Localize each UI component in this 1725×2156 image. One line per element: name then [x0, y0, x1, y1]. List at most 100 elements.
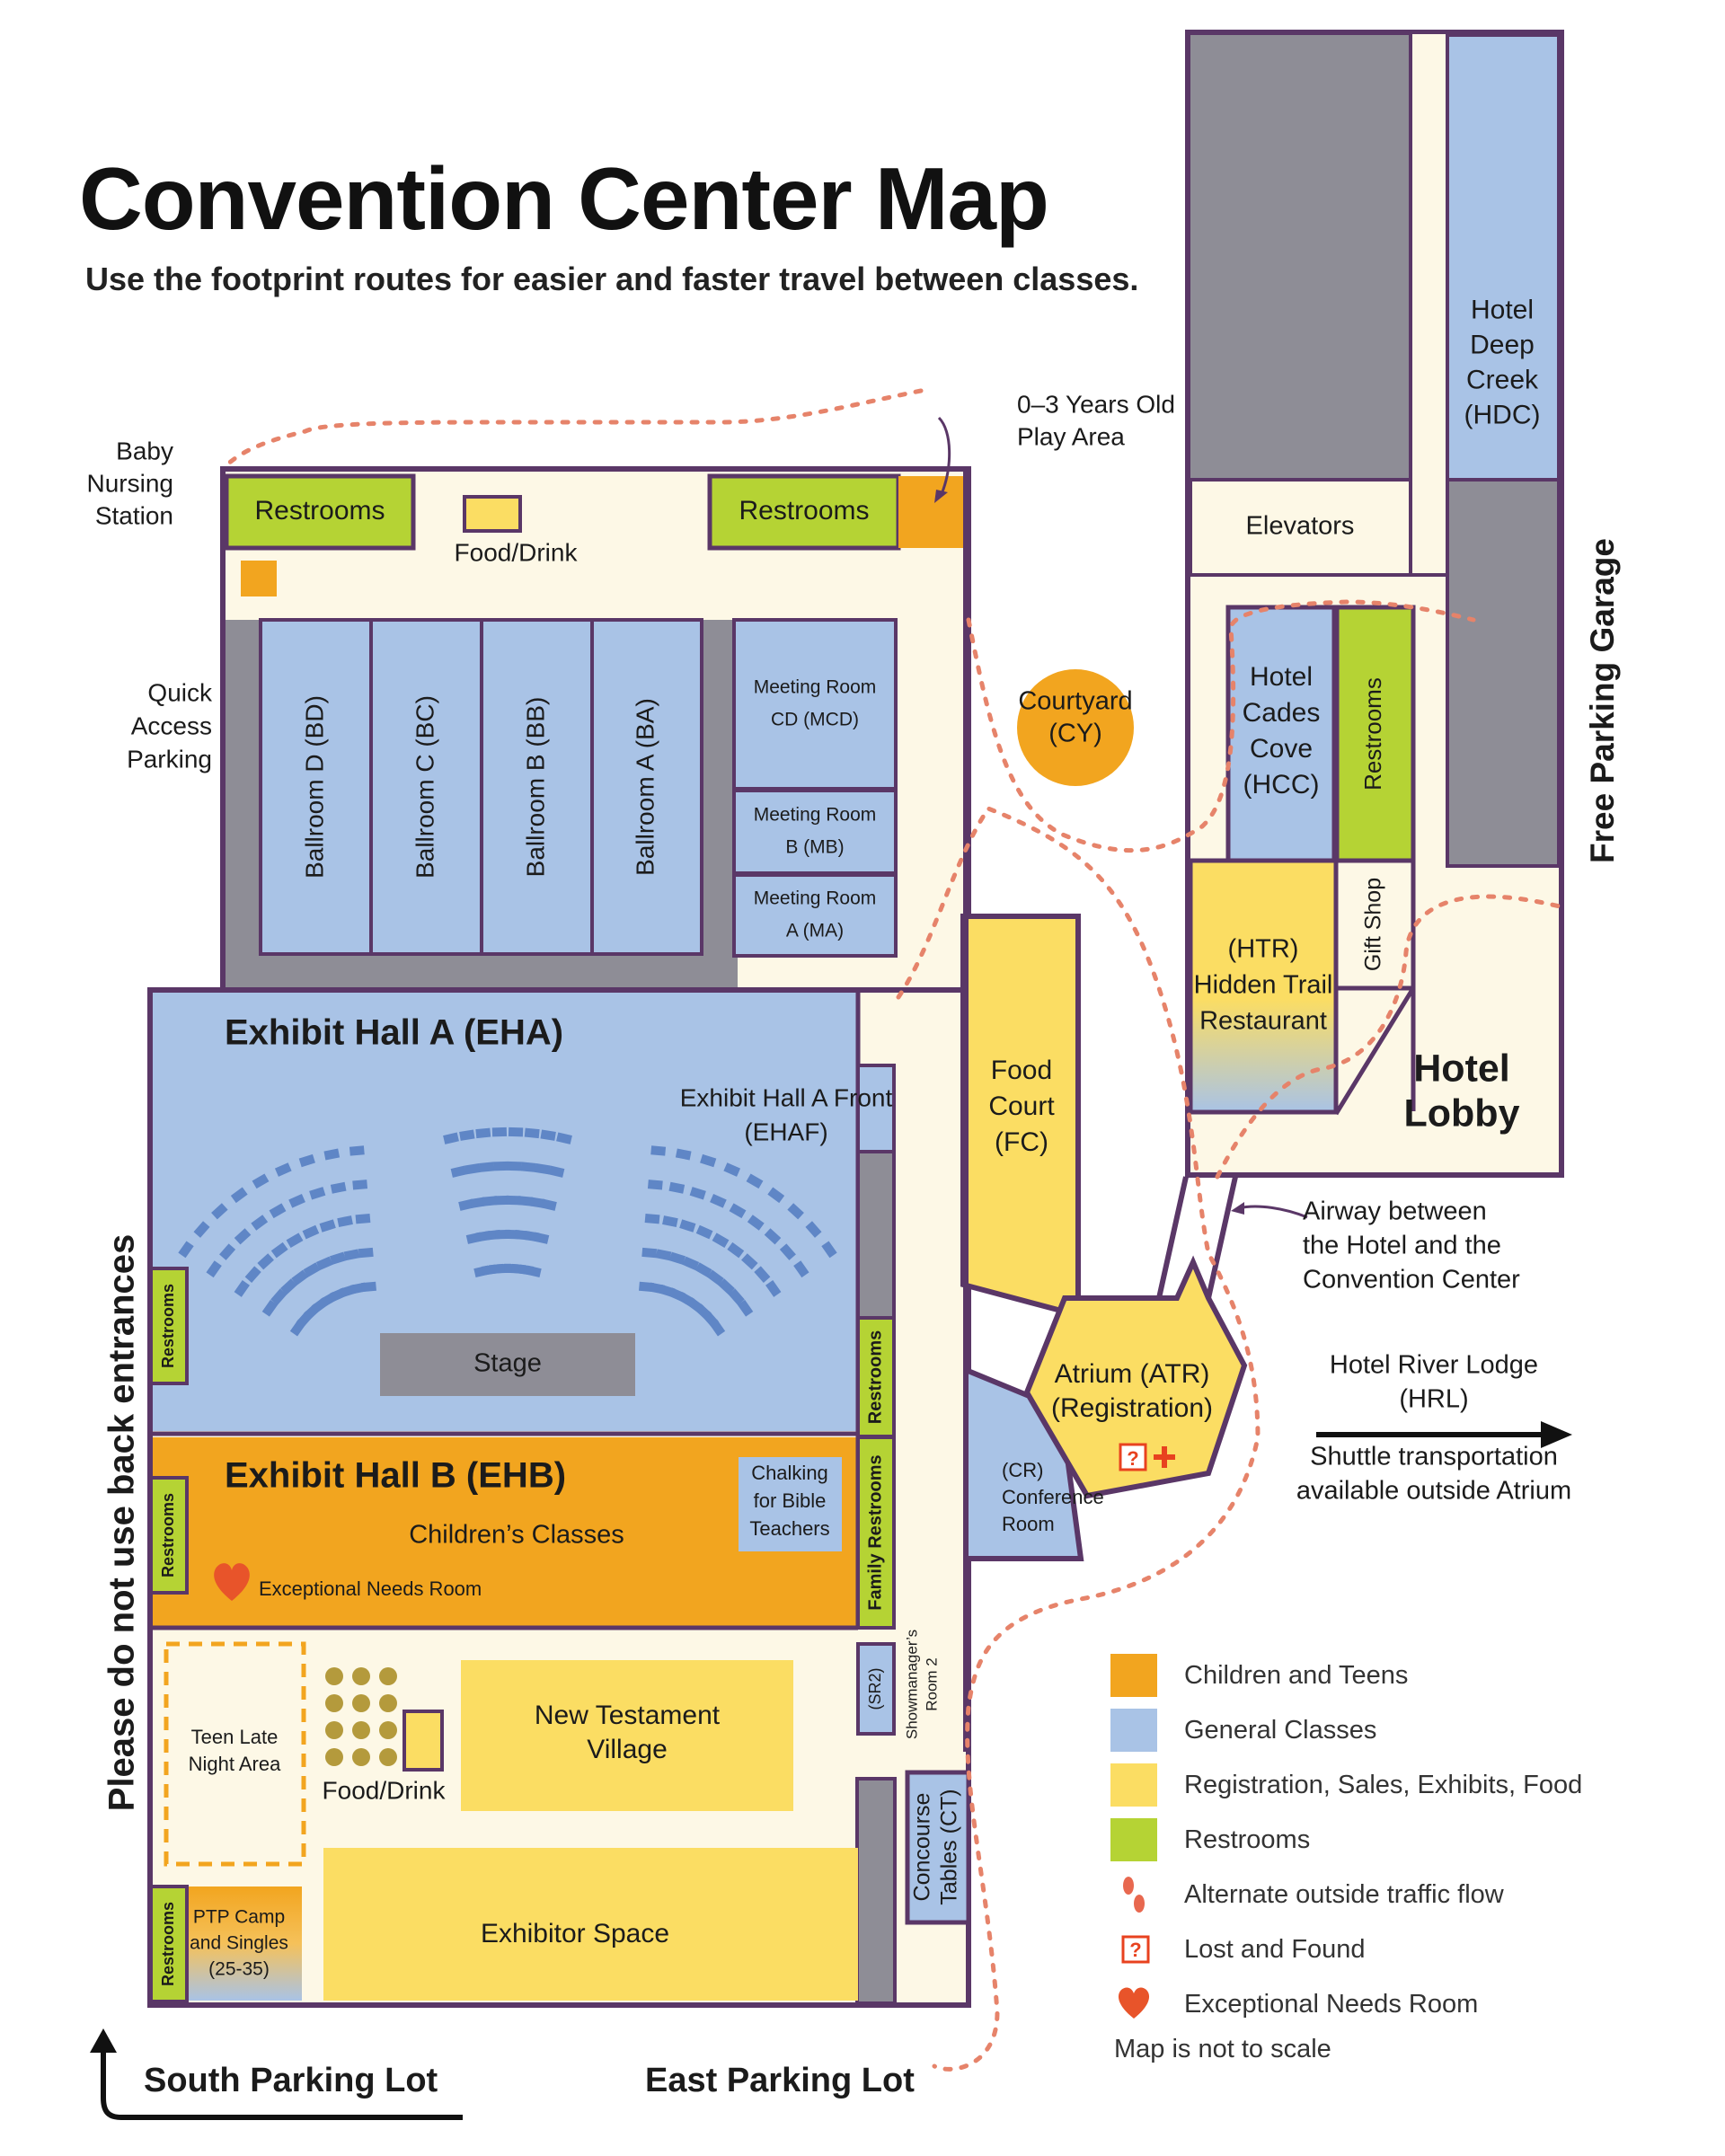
nt-village[interactable]: [461, 1660, 793, 1811]
ptp-camp[interactable]: [189, 1886, 302, 2001]
ballroom-c[interactable]: [369, 618, 483, 956]
seat-dot: [325, 1667, 343, 1685]
seat-row-center: [508, 1127, 524, 1137]
south-lot-label: South Parking Lot: [144, 2062, 438, 2099]
legend-item: Alternate outside traffic flow: [1110, 1872, 1504, 1917]
concourse-gray: [855, 1777, 897, 2005]
exhibitor-space-label: Exhibitor Space: [481, 1919, 669, 1948]
hotel-restrooms[interactable]: [1334, 605, 1416, 863]
restrooms-bottom[interactable]: [149, 1885, 189, 2003]
seat-row-right: [767, 1187, 785, 1204]
baby-nursing-station[interactable]: [241, 561, 277, 596]
exhibit-b-label: Exhibit Hall B (EHB): [225, 1456, 566, 1496]
seat-row-right: [821, 1241, 837, 1259]
atrium-registration[interactable]: [1023, 1255, 1248, 1499]
meeting-room-a[interactable]: [732, 873, 898, 958]
seat-row-center: [494, 1195, 509, 1206]
seat-row-center: [492, 1161, 509, 1171]
seat-row-right: [668, 1181, 686, 1194]
ballroom-c-label: Ballroom C (BC): [411, 695, 438, 879]
restrooms-vertical[interactable]: [856, 1316, 896, 1438]
seat-dot: [379, 1721, 397, 1739]
footprints-icon: [1110, 1873, 1157, 1916]
hidden-trail-restaurant[interactable]: [1188, 858, 1339, 1115]
seat-row-left: [329, 1251, 347, 1265]
seat-row-left: [330, 1181, 347, 1194]
seat-row-left: [261, 1299, 279, 1317]
seat-row-right: [737, 1299, 754, 1317]
seat-row-left: [234, 1228, 252, 1245]
seat-row-left: [252, 1173, 270, 1189]
seat-row-center: [450, 1165, 467, 1178]
map-title: Convention Center Map: [79, 149, 1049, 248]
food-drink-bottom[interactable]: [402, 1710, 444, 1772]
seat-row-left: [257, 1253, 274, 1270]
seat-row-left: [319, 1219, 336, 1233]
restrooms-bottom-label: Restrooms: [159, 1902, 177, 1986]
seat-row-center: [482, 1196, 498, 1206]
seat-row-left: [269, 1203, 287, 1219]
seat-row-center: [479, 1162, 494, 1172]
seat-row-right: [723, 1162, 741, 1177]
seat-dot: [379, 1667, 397, 1685]
gift-shop[interactable]: [1333, 858, 1416, 991]
hotel-deep-creek[interactable]: [1446, 33, 1561, 482]
footprint-trail: [1215, 894, 1566, 1180]
teen-late-night-area[interactable]: [164, 1641, 306, 1867]
stage[interactable]: [380, 1333, 635, 1396]
seat-row-left: [178, 1241, 194, 1259]
seat-row-right: [689, 1187, 706, 1200]
restrooms-eha[interactable]: [149, 1267, 189, 1385]
play-area[interactable]: [898, 476, 966, 548]
restrooms-eha-label: Restrooms: [159, 1284, 177, 1368]
exceptional-room-label: Exceptional Needs Room: [259, 1577, 482, 1600]
seat-row-left: [337, 1215, 353, 1228]
restrooms-ehb[interactable]: [149, 1476, 189, 1595]
courtyard[interactable]: [1017, 669, 1134, 786]
family-restrooms[interactable]: [856, 1436, 896, 1630]
restrooms-top-right[interactable]: [707, 473, 901, 551]
seat-row-left: [270, 1241, 288, 1259]
seat-dot: [325, 1721, 343, 1739]
heart-icon: [214, 1563, 250, 1601]
seat-row-right: [675, 1148, 692, 1161]
seat-row-center: [533, 1232, 550, 1244]
arrow-up-icon: [101, 2041, 463, 2120]
legend-item: General Classes: [1110, 1708, 1376, 1753]
legend-item: Exceptional Needs Room: [1110, 1982, 1478, 2027]
ballroom-b-label: Ballroom B (BB): [521, 697, 549, 878]
ballroom-b[interactable]: [480, 618, 594, 956]
question-box-icon: ?: [1110, 1928, 1157, 1971]
seat-row-right: [700, 1153, 717, 1168]
seat-row-right: [747, 1215, 765, 1231]
chalking-room[interactable]: [739, 1457, 842, 1551]
seat-row-right: [710, 1194, 727, 1208]
ballroom-d[interactable]: [259, 618, 373, 956]
river-lodge-label: Hotel River Lodge(HRL): [1330, 1351, 1538, 1414]
sr2-room[interactable]: [856, 1642, 896, 1736]
footprint-trail: [896, 805, 1261, 2072]
seat-row-center: [525, 1265, 542, 1277]
seat-dot: [352, 1721, 370, 1739]
seat-row-center: [506, 1195, 521, 1206]
meeting-room-b[interactable]: [732, 789, 898, 875]
hotel-restrooms-label: Restrooms: [1359, 677, 1386, 791]
seat-dot: [352, 1694, 370, 1712]
first-aid-icon: [1154, 1446, 1175, 1468]
exhibitor-space[interactable]: [323, 1848, 858, 2001]
seat-row-right: [754, 1266, 771, 1283]
ballroom-a[interactable]: [590, 618, 703, 956]
legend-label: Alternate outside traffic flow: [1184, 1879, 1504, 1909]
meeting-room-cd[interactable]: [732, 618, 898, 791]
seat-row-left: [323, 1148, 341, 1161]
seat-row-left: [286, 1233, 304, 1248]
ehaf-strip[interactable]: [856, 1064, 896, 1153]
food-drink-top[interactable]: [463, 495, 522, 533]
seat-dot: [352, 1748, 370, 1766]
restrooms-top-left[interactable]: [224, 473, 416, 551]
legend-item: Registration, Sales, Exhibits, Food: [1110, 1763, 1582, 1807]
